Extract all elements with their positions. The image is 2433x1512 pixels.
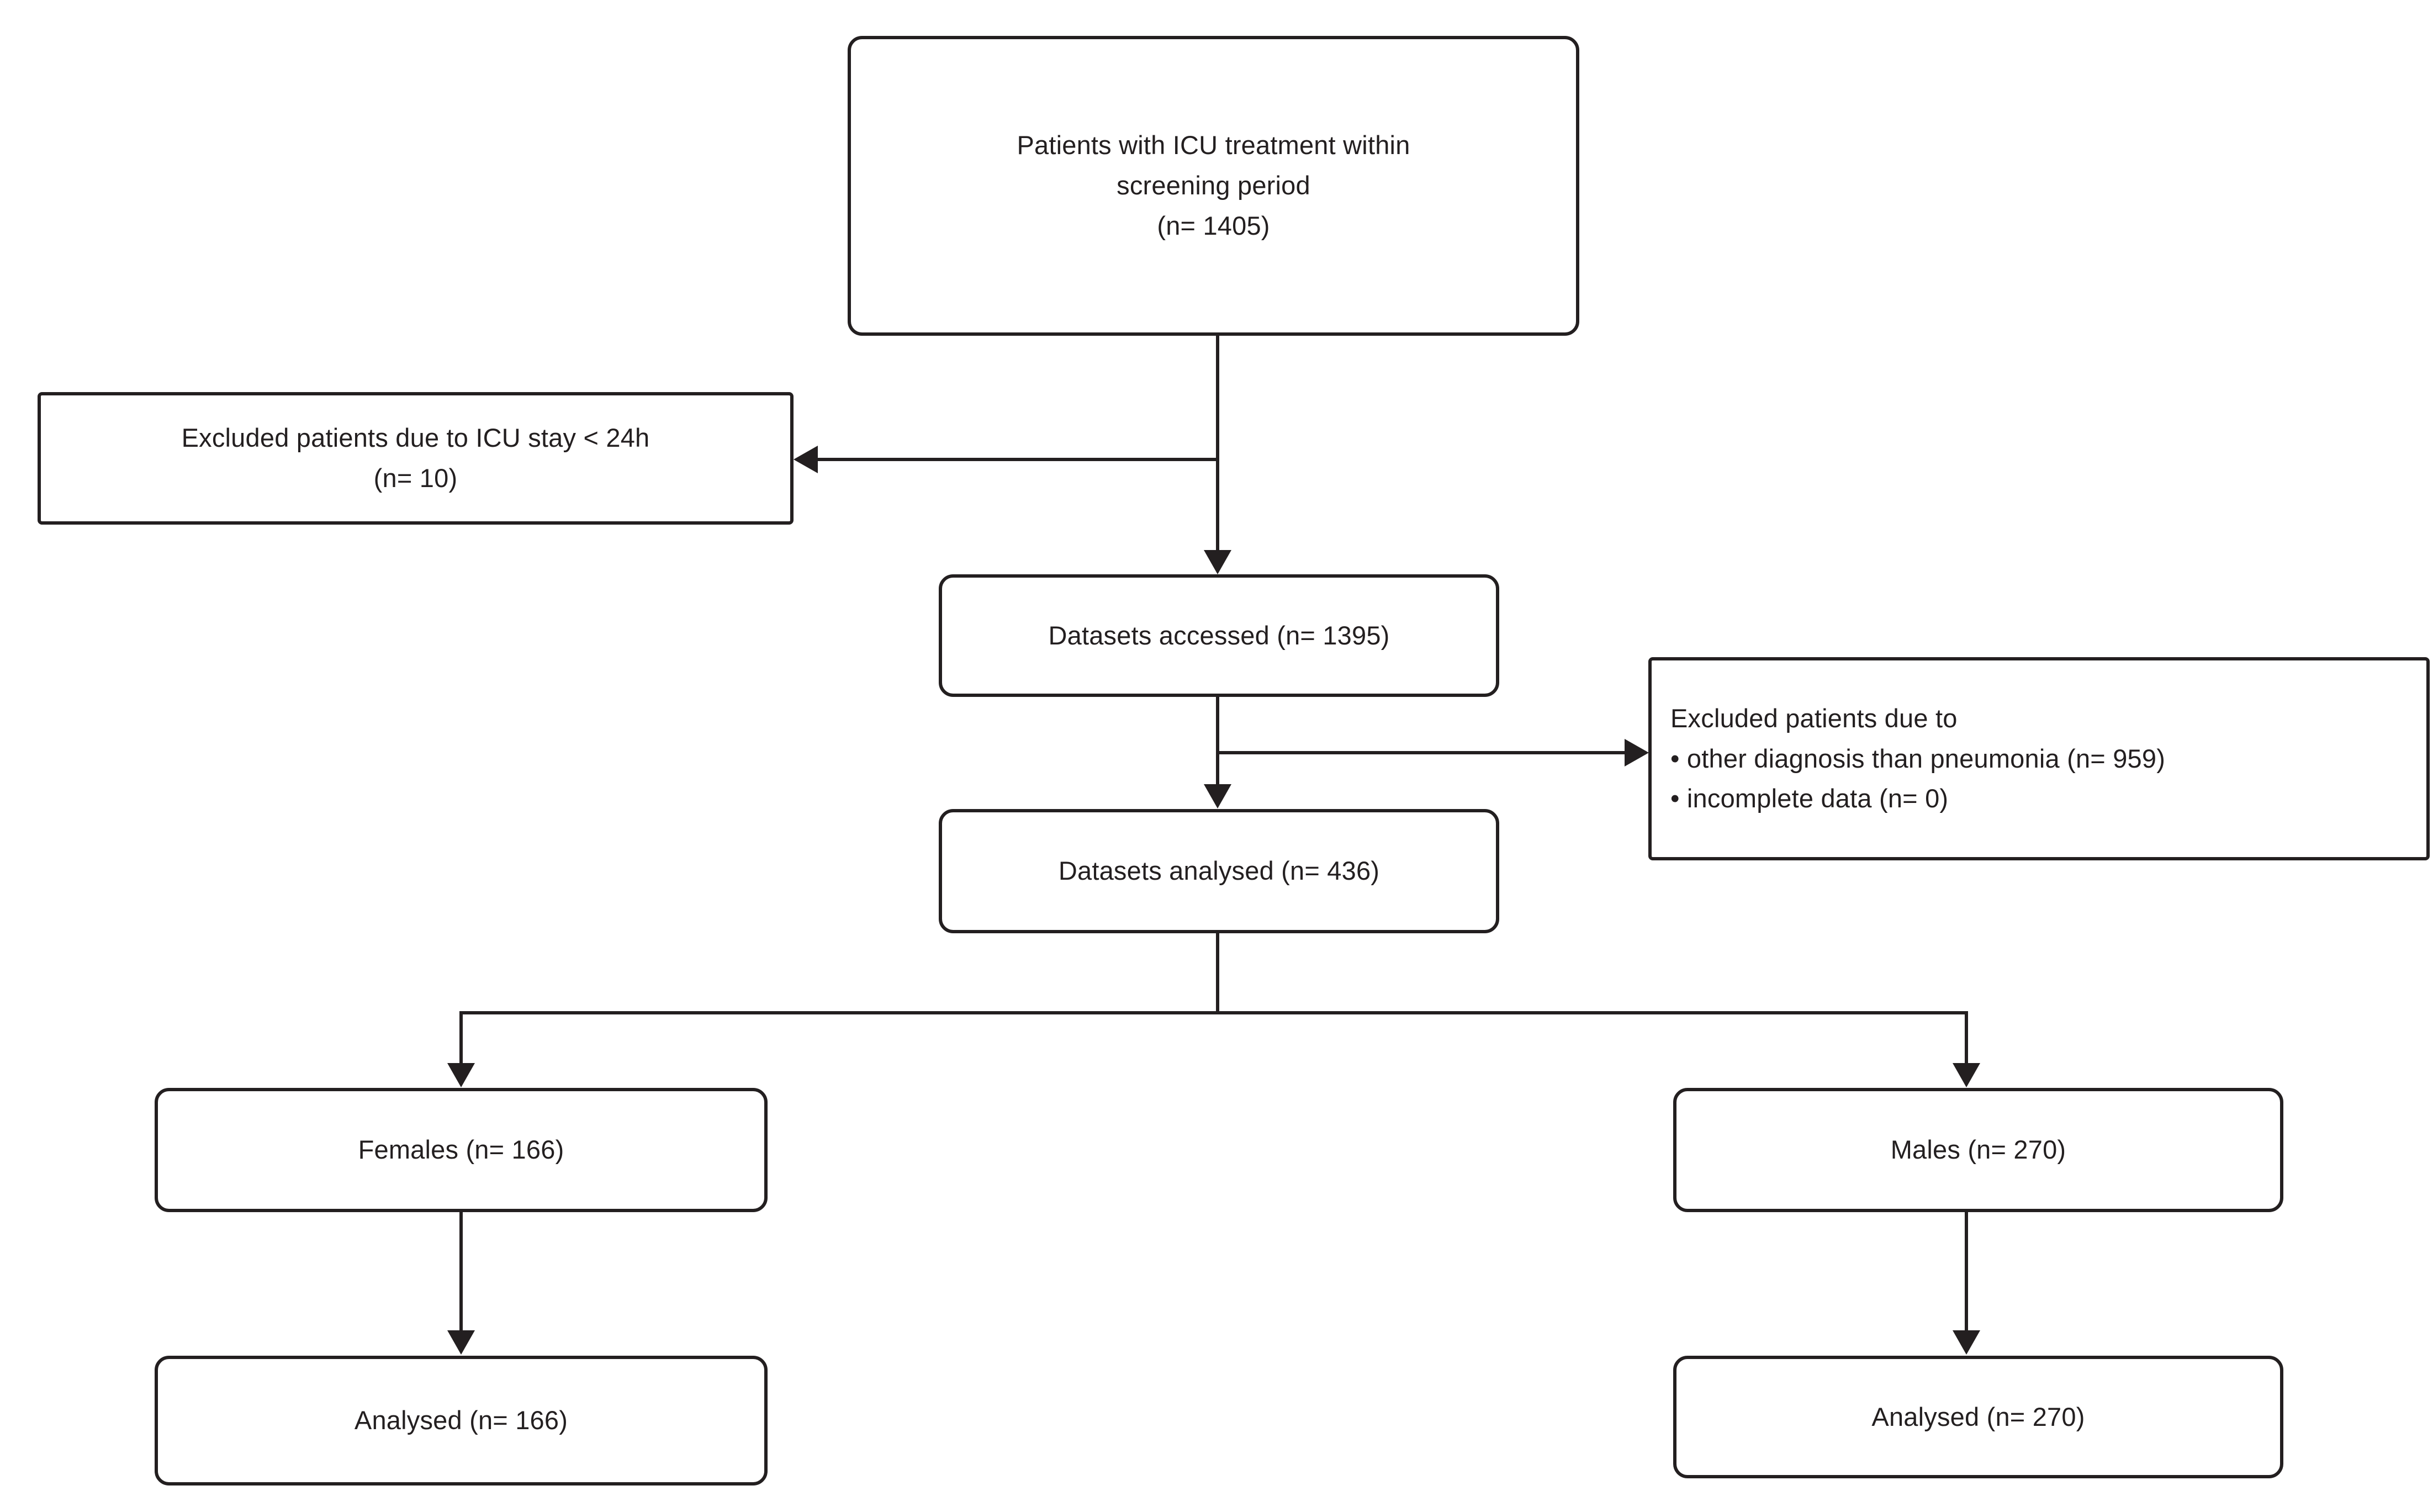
edge-males-to-analysed-arrowhead bbox=[1953, 1330, 1980, 1355]
edge-accessed-to-analysed-stem bbox=[1216, 697, 1219, 785]
edge-split-to-males-arrowhead bbox=[1953, 1063, 1980, 1087]
edge-split-to-males-stem bbox=[1965, 1011, 1968, 1064]
node-excluded-reasons: Excluded patients due to • other diagnos… bbox=[1648, 657, 2430, 860]
node-datasets-accessed-label: Datasets accessed (n= 1395) bbox=[1048, 620, 1390, 650]
node-females-analysed: Analysed (n= 166) bbox=[155, 1356, 768, 1485]
edge-males-to-analysed-stem bbox=[1965, 1212, 1968, 1331]
node-males-analysed-label: Analysed (n= 270) bbox=[1871, 1402, 2085, 1431]
node-females-analysed-label: Analysed (n= 166) bbox=[354, 1405, 568, 1435]
node-excluded-short-stay-line-1: Excluded patients due to ICU stay < 24h bbox=[181, 423, 650, 453]
node-males: Males (n= 270) bbox=[1673, 1088, 2283, 1212]
edge-screened-to-accessed-arrowhead bbox=[1204, 550, 1231, 574]
edge-analysed-split-stem bbox=[1216, 933, 1219, 1014]
edge-accessed-to-excluded-reasons-arrowhead bbox=[1625, 739, 1649, 766]
edge-split-to-females-arrowhead bbox=[447, 1063, 475, 1087]
edge-screened-to-excluded-short-stay-line bbox=[818, 458, 1218, 461]
edge-females-to-analysed-arrowhead bbox=[447, 1330, 475, 1355]
edge-split-to-females-stem bbox=[459, 1011, 463, 1064]
node-males-label: Males (n= 270) bbox=[1890, 1135, 2066, 1165]
node-excluded-short-stay: Excluded patients due to ICU stay < 24h … bbox=[38, 392, 794, 525]
node-screened: Patients with ICU treatment within scree… bbox=[848, 36, 1579, 336]
edge-females-to-analysed-stem bbox=[459, 1212, 463, 1331]
node-excluded-reasons-bullet-2: • incomplete data (n= 0) bbox=[1670, 784, 1949, 813]
edge-screened-to-accessed-stem bbox=[1216, 336, 1219, 551]
node-screened-line-1: Patients with ICU treatment within bbox=[1017, 130, 1410, 160]
node-datasets-analysed-label: Datasets analysed (n= 436) bbox=[1058, 856, 1380, 886]
node-females: Females (n= 166) bbox=[155, 1088, 768, 1212]
node-datasets-analysed: Datasets analysed (n= 436) bbox=[939, 809, 1499, 933]
edge-screened-to-excluded-short-stay-arrowhead bbox=[794, 446, 818, 473]
node-excluded-short-stay-line-2: (n= 10) bbox=[373, 463, 458, 493]
node-excluded-reasons-heading: Excluded patients due to bbox=[1670, 703, 1958, 733]
node-screened-line-3: (n= 1405) bbox=[1157, 210, 1270, 240]
node-males-analysed: Analysed (n= 270) bbox=[1673, 1356, 2283, 1478]
edge-analysed-split-bar bbox=[459, 1011, 1968, 1014]
edge-accessed-to-excluded-reasons-line bbox=[1216, 751, 1625, 754]
edge-accessed-to-analysed-arrowhead bbox=[1204, 784, 1231, 808]
node-females-label: Females (n= 166) bbox=[358, 1135, 564, 1165]
node-datasets-accessed: Datasets accessed (n= 1395) bbox=[939, 574, 1499, 697]
node-screened-line-2: screening period bbox=[1117, 171, 1310, 200]
node-excluded-reasons-bullet-1: • other diagnosis than pneumonia (n= 959… bbox=[1670, 743, 2166, 773]
